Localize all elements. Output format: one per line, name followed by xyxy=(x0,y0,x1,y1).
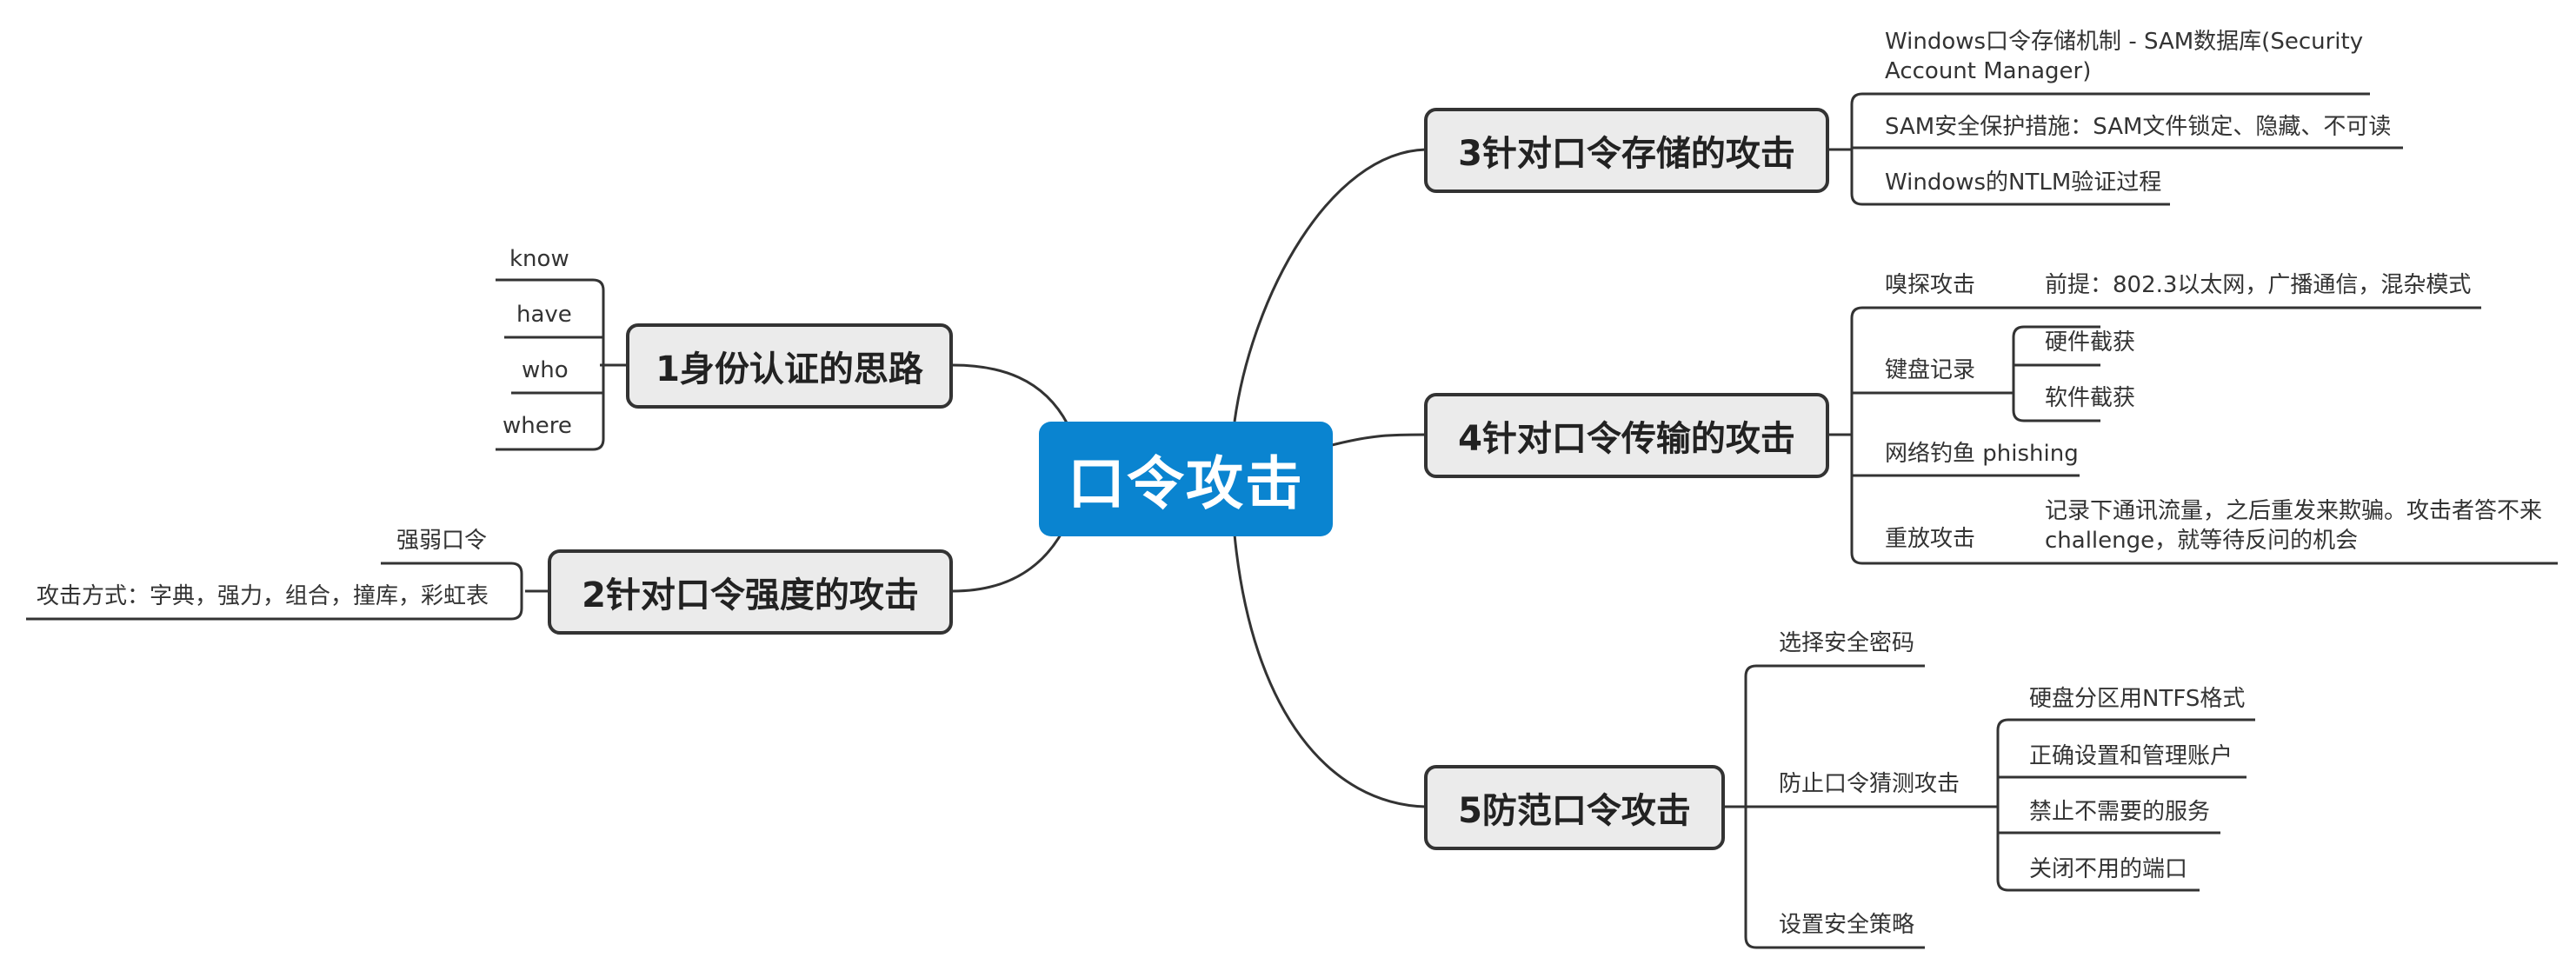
link-b1 xyxy=(952,363,1069,425)
leaf-know[interactable]: know xyxy=(509,246,569,272)
branch-storage-attack[interactable]: 3针对口令存储的攻击 xyxy=(1424,108,1829,193)
leaf-close-ports[interactable]: 关闭不用的端口 xyxy=(2029,856,2188,882)
leaf-choose-password[interactable]: 选择安全密码 xyxy=(1779,630,1915,656)
leaf-sniffing[interactable]: 嗅探攻击 xyxy=(1885,272,1976,298)
leaf-sniffing-detail[interactable]: 前提：802.3以太网，广播通信，混杂模式 xyxy=(2045,272,2472,298)
b5-guess-bracket xyxy=(1996,718,2255,892)
leaf-ntfs[interactable]: 硬盘分区用NTFS格式 xyxy=(2029,686,2246,712)
b2-bracket xyxy=(26,562,523,621)
leaf-software-capture[interactable]: 软件截获 xyxy=(2045,385,2136,411)
leaf-sam-database[interactable]: Windows口令存储机制 - SAM数据库(Security Account … xyxy=(1885,29,2364,84)
b4-bracket xyxy=(1850,306,2558,565)
branch-defense[interactable]: 5防范口令攻击 xyxy=(1424,765,1725,850)
link-b4 xyxy=(1331,433,1427,447)
branch-strength-attack[interactable]: 2针对口令强度的攻击 xyxy=(548,549,953,635)
leaf-ntlm[interactable]: Windows的NTLM验证过程 xyxy=(1885,170,2162,196)
link-b2 xyxy=(952,521,1069,593)
leaf-disable-services[interactable]: 禁止不需要的服务 xyxy=(2029,799,2211,825)
leaf-manage-accounts[interactable]: 正确设置和管理账户 xyxy=(2029,743,2233,769)
leaf-weak-strong-password[interactable]: 强弱口令 xyxy=(396,528,488,554)
leaf-replay-detail[interactable]: 记录下通讯流量，之后重发来欺骗。攻击者答不来challenge，就等待反问的机会 xyxy=(2045,498,2543,554)
leaf-replay[interactable]: 重放攻击 xyxy=(1885,526,1976,552)
leaf-have[interactable]: have xyxy=(516,302,572,328)
branch-transmission-attack[interactable]: 4针对口令传输的攻击 xyxy=(1424,393,1829,478)
center-topic[interactable]: 口令攻击 xyxy=(1039,422,1333,536)
link-b3 xyxy=(1233,148,1427,422)
leaf-sam-protection[interactable]: SAM安全保护措施：SAM文件锁定、隐藏、不可读 xyxy=(1885,114,2392,140)
leaf-security-policy[interactable]: 设置安全策略 xyxy=(1779,912,1915,938)
link-b5 xyxy=(1233,534,1427,808)
branch-identity-auth[interactable]: 1身份认证的思路 xyxy=(626,323,953,409)
leaf-keylogging[interactable]: 键盘记录 xyxy=(1885,357,1976,383)
b1-bracket xyxy=(496,278,605,451)
leaf-attack-methods[interactable]: 攻击方式：字典，强力，组合，撞库，彩虹表 xyxy=(37,583,489,609)
leaf-phishing[interactable]: 网络钓鱼 phishing xyxy=(1885,441,2079,467)
leaf-hardware-capture[interactable]: 硬件截获 xyxy=(2045,329,2136,356)
leaf-who[interactable]: who xyxy=(522,357,569,383)
b4-keylog-bracket xyxy=(2012,325,2100,422)
leaf-prevent-guessing[interactable]: 防止口令猜测攻击 xyxy=(1779,771,1960,797)
leaf-where[interactable]: where xyxy=(503,413,572,439)
